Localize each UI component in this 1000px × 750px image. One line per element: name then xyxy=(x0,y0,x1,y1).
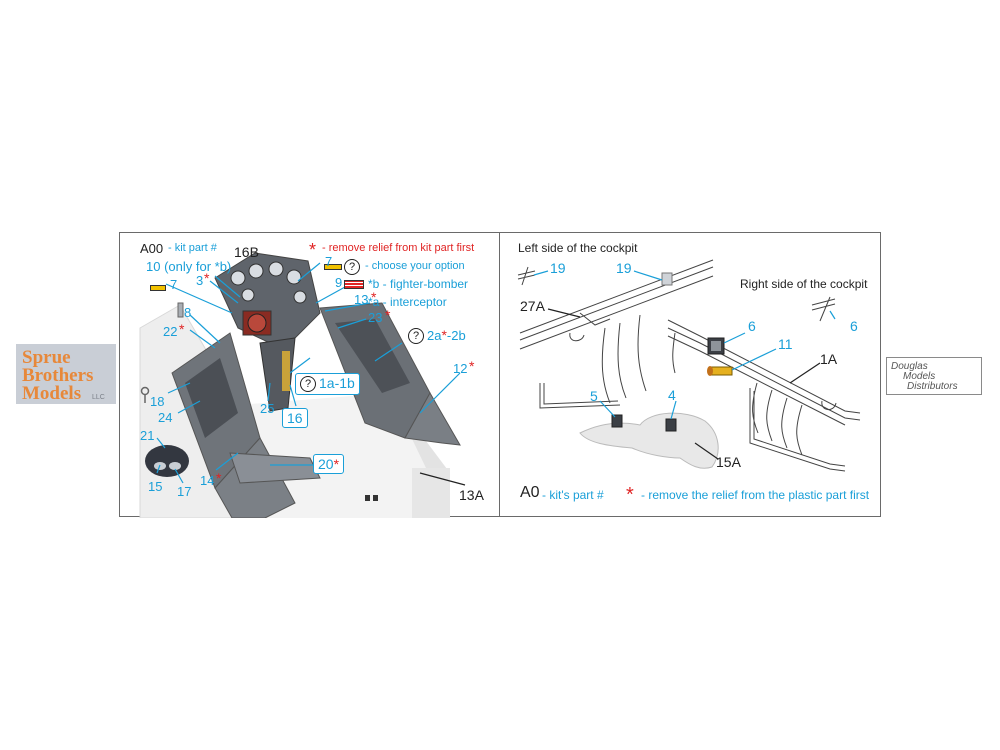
sprue-brothers-logo: Sprue Brothers Models LLC xyxy=(16,344,116,404)
callout-13: 13 xyxy=(354,292,369,307)
callout-5: 5 xyxy=(590,388,598,404)
callout-23-asterisk: * xyxy=(385,307,391,323)
callout-20: 20* xyxy=(313,454,345,474)
callout-2b: -2b xyxy=(446,328,466,343)
callout-12: 12 xyxy=(453,361,468,376)
callout-4: 4 xyxy=(668,387,676,403)
yellow-marker-7 xyxy=(150,285,166,291)
callout-20-asterisk: * xyxy=(333,456,340,472)
question-mark-icon: ? xyxy=(408,327,424,344)
legend-kit-part-number: A00 xyxy=(140,241,164,256)
logo-line-3: Models xyxy=(22,383,82,404)
option-2a-2b: ?2a*-2b xyxy=(408,327,466,345)
legend-remove-asterisk: * xyxy=(626,484,634,506)
callout-22: 22 xyxy=(163,324,178,339)
legend-remove-relief-text: - remove relief from kit part first xyxy=(322,242,475,254)
callout-23: 23 xyxy=(368,310,383,325)
legend-interceptor-text: *a - interceptor xyxy=(368,295,447,309)
callout-18: 18 xyxy=(150,394,165,409)
callout-2a: 2a xyxy=(427,328,442,343)
red-striped-marker-legend xyxy=(344,280,364,289)
logo-line-2: Brothers xyxy=(22,365,94,386)
douglas-models-logo: Douglas Models Distributors xyxy=(886,357,982,395)
cockpit-render xyxy=(139,252,466,518)
callout-13A: 13A xyxy=(459,487,484,503)
legend-kit-part-number: A0 xyxy=(520,484,540,501)
callout-25: 25 xyxy=(260,401,275,416)
callout-14-asterisk: * xyxy=(216,470,222,486)
callout-11: 11 xyxy=(778,336,793,352)
legend-choose-option-text: - choose your option xyxy=(365,260,465,272)
legend-remove-relief-text: - remove the relief from the plastic par… xyxy=(641,488,870,502)
callout-3: 3 xyxy=(196,273,204,288)
logo-line-2: Models xyxy=(903,371,936,382)
right-side-title: Right side of the cockpit xyxy=(740,277,868,291)
callout-6-top: 6 xyxy=(748,318,756,334)
legend-kit-part-text: - kit part # xyxy=(168,242,217,254)
logo-suffix: LLC xyxy=(92,394,105,401)
callout-9: 9 xyxy=(335,275,343,290)
question-mark-icon: ? xyxy=(344,258,360,275)
callout-3-asterisk: * xyxy=(204,270,210,286)
callout-13-asterisk: * xyxy=(371,289,377,305)
legend-remove-asterisk: * xyxy=(309,240,317,260)
yellow-marker-legend xyxy=(324,264,342,270)
cockpit-side-diagram xyxy=(517,259,861,472)
callout-1a-1b-label: 1a-1b xyxy=(319,375,355,391)
callout-27A: 27A xyxy=(520,298,545,314)
callout-19-left: 19 xyxy=(550,260,566,276)
callout-19-right: 19 xyxy=(616,260,632,276)
callout-24: 24 xyxy=(158,410,173,425)
callout-21: 21 xyxy=(140,428,155,443)
logo-line-3: Distributors xyxy=(907,381,958,392)
callout-20-label: 20 xyxy=(318,456,334,472)
callout-16-label: 16 xyxy=(287,410,303,426)
callout-12-asterisk: * xyxy=(469,358,475,374)
legend-fighter-bomber-text: *b - fighter-bomber xyxy=(368,277,469,291)
logo-line-1: Douglas xyxy=(891,361,928,372)
left-instruction-panel: A00 - kit part # * - remove relief from … xyxy=(119,232,500,518)
callout-17: 17 xyxy=(177,484,192,499)
callout-8: 8 xyxy=(184,305,192,320)
logo-line-1: Sprue xyxy=(22,347,71,368)
left-side-title: Left side of the cockpit xyxy=(518,241,638,255)
callout-16: 16 xyxy=(282,408,308,428)
callout-1A: 1A xyxy=(820,351,838,367)
callout-14: 14 xyxy=(200,473,215,488)
callout-2a-asterisk: * xyxy=(441,327,447,343)
legend-kit-part-text: - kit's part # xyxy=(542,488,604,502)
right-instruction-panel: Left side of the cockpit Right side of t… xyxy=(499,232,881,517)
callout-16B: 16B xyxy=(234,244,259,260)
option-question-icon: ? xyxy=(344,258,363,276)
callout-22-asterisk: * xyxy=(179,321,185,337)
callout-15A: 15A xyxy=(716,454,741,470)
callout-10: 10 (only for *b) xyxy=(146,259,232,274)
callout-7-right: 7 xyxy=(325,254,333,269)
callout-1a-1b: ?1a-1b xyxy=(295,373,360,396)
question-mark-icon: ? xyxy=(300,376,316,393)
callout-7-left: 7 xyxy=(170,277,178,292)
callout-6-right: 6 xyxy=(850,318,858,334)
callout-15: 15 xyxy=(148,479,163,494)
